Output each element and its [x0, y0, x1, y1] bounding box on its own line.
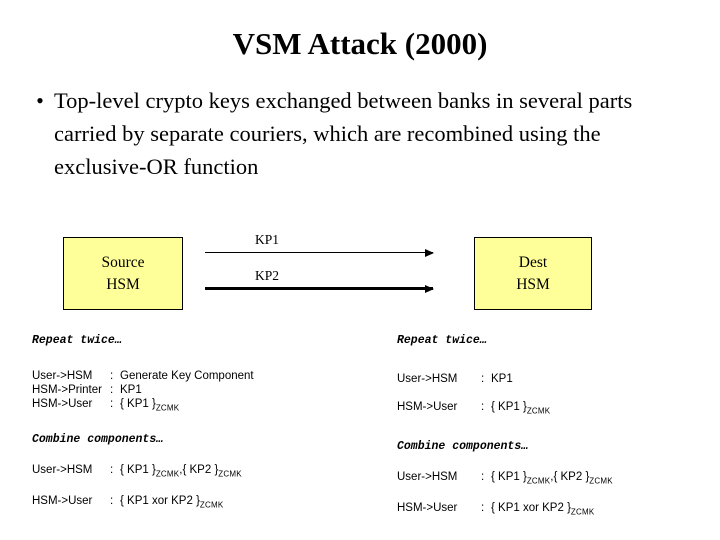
- protocol-body: { KP1 xor KP2 }ZCMK: [491, 495, 594, 525]
- protocol-body-text-2: ,{ KP2 }: [550, 471, 590, 484]
- protocol-line: HSM->User : { KP1 xor KP2 }ZCMK: [397, 495, 707, 525]
- protocol-column-dest: Repeat twice… User->HSM : KP1 HSM->User …: [397, 334, 707, 525]
- page-title: VSM Attack (2000): [232, 26, 488, 61]
- list-item: • Top-level crypto keys exchanged betwee…: [26, 84, 686, 183]
- protocol-body: { KP1 xor KP2 }ZCMK: [120, 488, 223, 518]
- protocol-body: { KP1 }ZCMK,{ KP2 }ZCMK: [491, 464, 613, 494]
- protocol-subscript: ZCMK: [155, 403, 180, 413]
- protocol-body: { KP1 }ZCMK: [120, 397, 179, 415]
- protocol-right-head-combine: Combine components…: [397, 440, 529, 454]
- arrow-kp1-head-icon: [425, 248, 434, 257]
- dest-hsm-box: Dest HSM: [474, 237, 592, 310]
- protocol-subscript: ZCMK: [526, 476, 551, 486]
- protocol-line: User->HSM : { KP1 }ZCMK,{ KP2 }ZCMK: [397, 464, 707, 494]
- protocol-line: User->HSM : { KP1 }ZCMK,{ KP2 }ZCMK: [32, 457, 372, 487]
- protocol-body-text: { KP1 }: [120, 464, 156, 477]
- protocol-body: KP1: [120, 384, 142, 396]
- protocol-line: HSM->User : { KP1 }ZCMK: [32, 397, 372, 415]
- protocol-body-text: { KP1 xor KP2 }: [120, 494, 200, 507]
- protocol-actor: HSM->User: [397, 501, 458, 514]
- protocol-body: Generate Key Component: [120, 370, 254, 382]
- dest-hsm-line1: Dest: [518, 253, 548, 271]
- protocol-body: { KP1 }ZCMK: [491, 393, 550, 425]
- protocol-actor: User->HSM: [32, 464, 93, 477]
- protocol-body-text: { KP1 }: [120, 398, 156, 410]
- arrow-kp2-line: [205, 287, 433, 290]
- protocol-body: KP1: [491, 373, 513, 385]
- protocol-line: HSM->User : { KP1 xor KP2 }ZCMK: [32, 488, 372, 518]
- protocol-body-text: { KP1 xor KP2 }: [491, 501, 571, 514]
- protocol-actor: User->HSM: [397, 471, 458, 484]
- protocol-subscript: ZCMK: [155, 469, 180, 479]
- source-hsm-line2: HSM: [106, 275, 140, 293]
- protocol-right-group-repeat: User->HSM : KP1 HSM->User : { KP1 }ZCMK: [397, 365, 707, 425]
- protocol-left-group-repeat: User->HSM : Generate Key Component HSM->…: [32, 369, 372, 415]
- protocol-separator: :: [110, 494, 114, 507]
- protocol-separator: :: [110, 398, 114, 410]
- bullet-text: Top-level crypto keys exchanged between …: [54, 88, 633, 179]
- bullet-marker-icon: •: [36, 88, 44, 113]
- protocol-line: HSM->Printer : KP1: [32, 383, 372, 397]
- protocol-actor: HSM->User: [397, 401, 458, 413]
- protocol-body-text: { KP1 }: [491, 471, 527, 484]
- protocol-subscript: ZCMK: [570, 506, 595, 516]
- dest-hsm-line2: HSM: [516, 275, 550, 293]
- protocol-subscript-2: ZCMK: [589, 476, 613, 486]
- protocol-left-head-repeat: Repeat twice…: [32, 334, 122, 347]
- protocol-separator: :: [481, 401, 485, 413]
- protocol-left-group-combine: User->HSM : { KP1 }ZCMK,{ KP2 }ZCMK HSM-…: [32, 457, 372, 518]
- bullet-list: • Top-level crypto keys exchanged betwee…: [26, 84, 686, 183]
- protocol-actor: User->HSM: [397, 373, 458, 385]
- protocol-body-text-2: ,{ KP2 }: [179, 464, 219, 477]
- protocol-actor: HSM->User: [32, 494, 93, 507]
- protocol-subscript: ZCMK: [526, 406, 551, 416]
- protocol-separator: :: [110, 464, 114, 477]
- arrow-kp1-line: [205, 252, 433, 253]
- protocol-actor: User->HSM: [32, 370, 93, 382]
- protocol-actor: HSM->User: [32, 398, 93, 410]
- protocol-separator: :: [110, 384, 114, 396]
- protocol-line: User->HSM : KP1: [397, 365, 707, 393]
- protocol-subscript-2: ZCMK: [218, 469, 242, 479]
- protocol-separator: :: [481, 471, 485, 484]
- protocol-subscript: ZCMK: [199, 499, 224, 509]
- source-hsm-box: Source HSM: [63, 237, 183, 310]
- protocol-column-source: Repeat twice… User->HSM : Generate Key C…: [32, 334, 372, 518]
- arrow-kp2-head-icon: [425, 284, 434, 293]
- protocol-right-group-combine: User->HSM : { KP1 }ZCMK,{ KP2 }ZCMK HSM-…: [397, 464, 707, 525]
- protocol-body-text: { KP1 }: [491, 401, 527, 413]
- arrow-kp2-label: KP2: [255, 268, 280, 283]
- protocol-right-head-repeat: Repeat twice…: [397, 334, 487, 347]
- protocol-separator: :: [481, 373, 485, 385]
- protocol-left-head-combine: Combine components…: [32, 433, 164, 447]
- arrow-kp1-label: KP1: [255, 232, 280, 247]
- protocol-body: { KP1 }ZCMK,{ KP2 }ZCMK: [120, 457, 242, 487]
- protocol-line: HSM->User : { KP1 }ZCMK: [397, 393, 707, 425]
- source-hsm-line1: Source: [101, 253, 145, 271]
- protocol-actor: HSM->Printer: [32, 384, 102, 396]
- protocol-separator: :: [110, 370, 114, 382]
- protocol-separator: :: [481, 501, 485, 514]
- protocol-line: User->HSM : Generate Key Component: [32, 369, 372, 383]
